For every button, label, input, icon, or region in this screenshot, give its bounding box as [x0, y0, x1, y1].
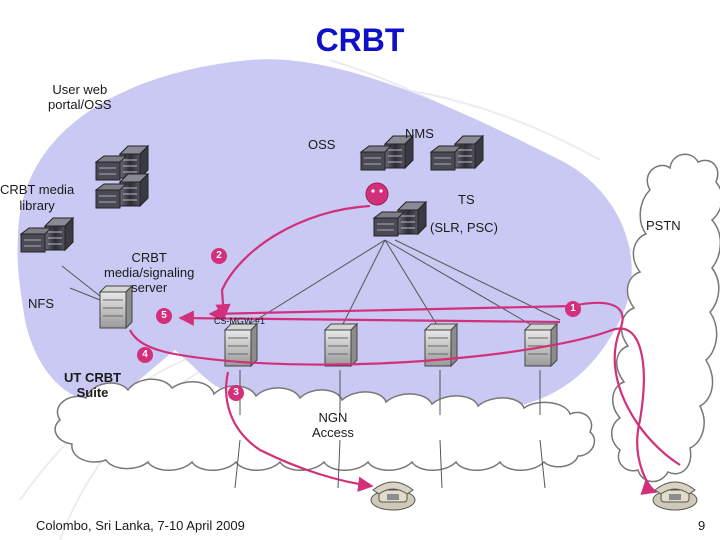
page-title: CRBT — [315, 22, 405, 58]
pstn-label: PSTN — [646, 218, 681, 233]
media-library-label: CRBT media library — [0, 182, 75, 213]
user-portal-label: User web portal/OSS — [48, 82, 112, 112]
step-2-badge: 2 — [211, 248, 227, 264]
ngn-phone-icon — [370, 481, 416, 511]
step-1-badge: 1 — [565, 301, 581, 317]
ts-label: TS — [458, 192, 475, 207]
step-5-badge: 5 — [156, 308, 172, 324]
cs-mgw-1-icon — [224, 323, 258, 367]
step-4-badge: 4 — [137, 347, 153, 363]
oss-label: OSS — [308, 137, 336, 152]
nfs-label: NFS — [28, 296, 54, 311]
pstn-cloud — [611, 153, 720, 483]
ngn-access-label: NGN Access — [312, 410, 354, 440]
slr-psc-label: (SLR, PSC) — [430, 220, 498, 235]
cs-mgw-label: CS-MGW #1 — [214, 316, 266, 326]
media-server-label: CRBT media/signaling server — [104, 250, 195, 295]
call-flow-arrows — [129, 204, 681, 495]
ut-suite-label: UT CRBT Suite — [64, 370, 122, 400]
mgw-2-icon — [324, 323, 358, 367]
nms-label: NMS — [405, 126, 434, 141]
network-links — [61, 239, 561, 489]
ts-smiley-icon — [365, 182, 389, 206]
step-3-badge: 3 — [228, 385, 244, 401]
pstn-phone-icon — [652, 481, 698, 511]
footer-location: Colombo, Sri Lanka, 7-10 April 2009 — [36, 518, 245, 533]
page-number: 9 — [698, 518, 706, 533]
